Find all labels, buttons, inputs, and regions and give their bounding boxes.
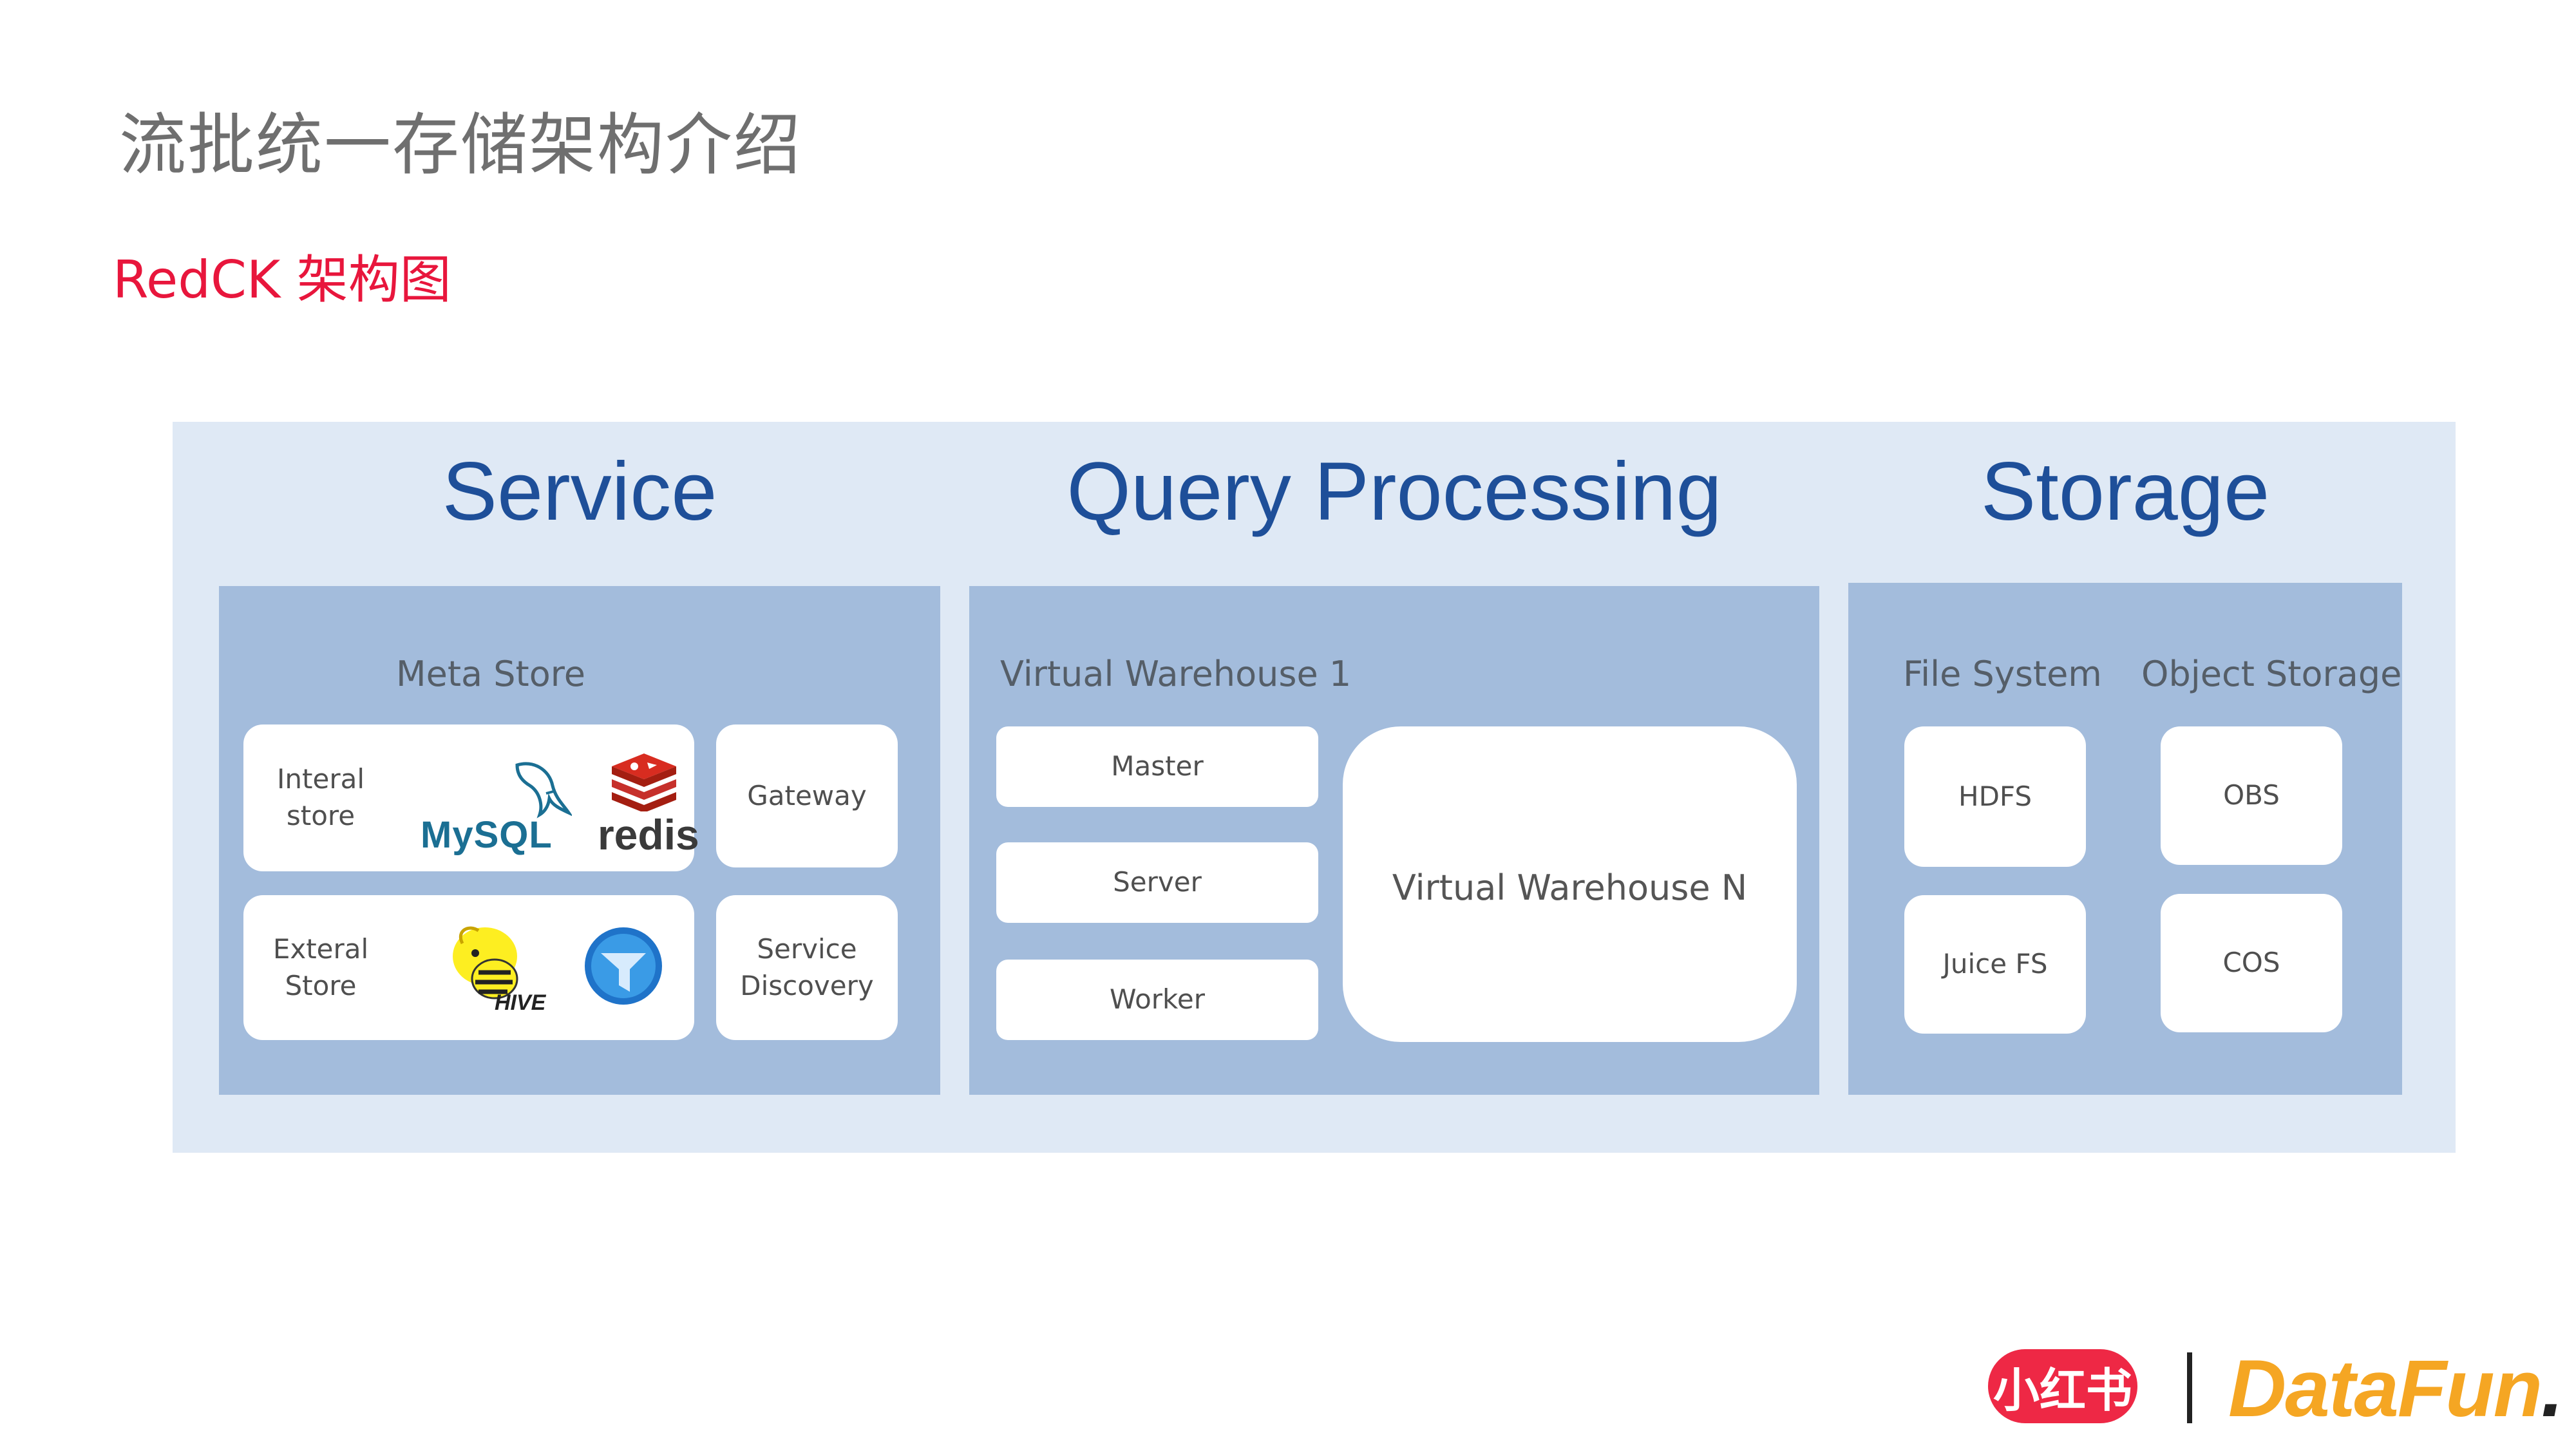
master-node-card: Master — [996, 726, 1318, 807]
virtual-warehouse-n-label: Virtual Warehouse N — [1392, 867, 1748, 908]
internal-store-label-line1: Interal — [277, 763, 365, 795]
hdfs-label: HDFS — [1958, 780, 2032, 812]
master-label: Master — [1111, 750, 1204, 782]
gateway-label: Gateway — [747, 779, 867, 811]
service-discovery-label-line1: Service — [757, 933, 857, 965]
internal-store-text: Interal store — [243, 761, 398, 834]
juice-fs-card: Juice FS — [1904, 895, 2086, 1034]
external-store-label-line2: Store — [285, 969, 357, 1001]
section-subtitle: RedCK 架构图 — [113, 250, 451, 310]
xiaohongshu-logo: 小红书 — [1988, 1349, 2137, 1423]
service-discovery-card: Service Discovery — [716, 895, 898, 1040]
external-store-card: Exteral Store HIVE — [243, 895, 694, 1040]
file-system-label: File System — [1903, 654, 2102, 694]
redis-cube-icon — [612, 753, 676, 811]
mysql-logo-text: MySQL — [421, 814, 553, 856]
meta-store-label: Meta Store — [396, 654, 585, 694]
query-processing-column-title: Query Processing — [1066, 446, 1722, 538]
external-store-label-line1: Exteral — [272, 933, 369, 965]
hive-logo-text: HIVE — [495, 990, 546, 1015]
worker-label: Worker — [1110, 983, 1205, 1016]
page-title: 流批统一存储架构介绍 — [119, 106, 802, 184]
virtual-warehouse-n-card: Virtual Warehouse N — [1343, 726, 1797, 1042]
hdfs-card: HDFS — [1904, 726, 2086, 867]
datafun-logo: DataFun. — [2228, 1343, 2564, 1435]
server-node-card: Server — [996, 842, 1318, 923]
internal-store-label-line2: store — [286, 800, 355, 831]
obs-card: OBS — [2161, 726, 2342, 865]
brand-divider — [2187, 1352, 2192, 1423]
hive-logo: HIVE — [443, 918, 545, 1015]
service-discovery-text: Service Discovery — [740, 931, 874, 1004]
metastore-service-logo — [582, 924, 665, 1008]
virtual-warehouse-1-label: Virtual Warehouse 1 — [1000, 654, 1352, 694]
service-column-title: Service — [442, 446, 717, 538]
obs-label: OBS — [2223, 779, 2280, 811]
mysql-wordmark: MySQL — [421, 810, 553, 860]
blue-funnel-icon — [585, 927, 662, 1005]
cos-card: COS — [2161, 894, 2342, 1032]
mysql-logo: MySQL — [421, 753, 574, 856]
external-store-text: Exteral Store — [243, 931, 398, 1004]
datafun-logo-text: DataFun — [2228, 1344, 2543, 1434]
redis-logo: redis — [591, 753, 699, 858]
service-discovery-label-line2: Discovery — [740, 969, 874, 1001]
server-label: Server — [1113, 866, 1202, 898]
gateway-card: Gateway — [716, 724, 898, 867]
hive-bee-icon — [453, 926, 518, 999]
internal-store-card: Interal store MySQL redis — [243, 724, 699, 871]
juice-fs-label: Juice FS — [1942, 948, 2048, 980]
redis-logo-text: redis — [598, 811, 699, 858]
worker-node-card: Worker — [996, 960, 1318, 1040]
datafun-logo-dot: . — [2541, 1344, 2564, 1434]
object-storage-label: Object Storage — [2141, 654, 2402, 694]
mysql-dolphin-icon — [515, 762, 574, 819]
storage-column-title: Storage — [1980, 446, 2270, 538]
cos-label: COS — [2222, 947, 2280, 979]
